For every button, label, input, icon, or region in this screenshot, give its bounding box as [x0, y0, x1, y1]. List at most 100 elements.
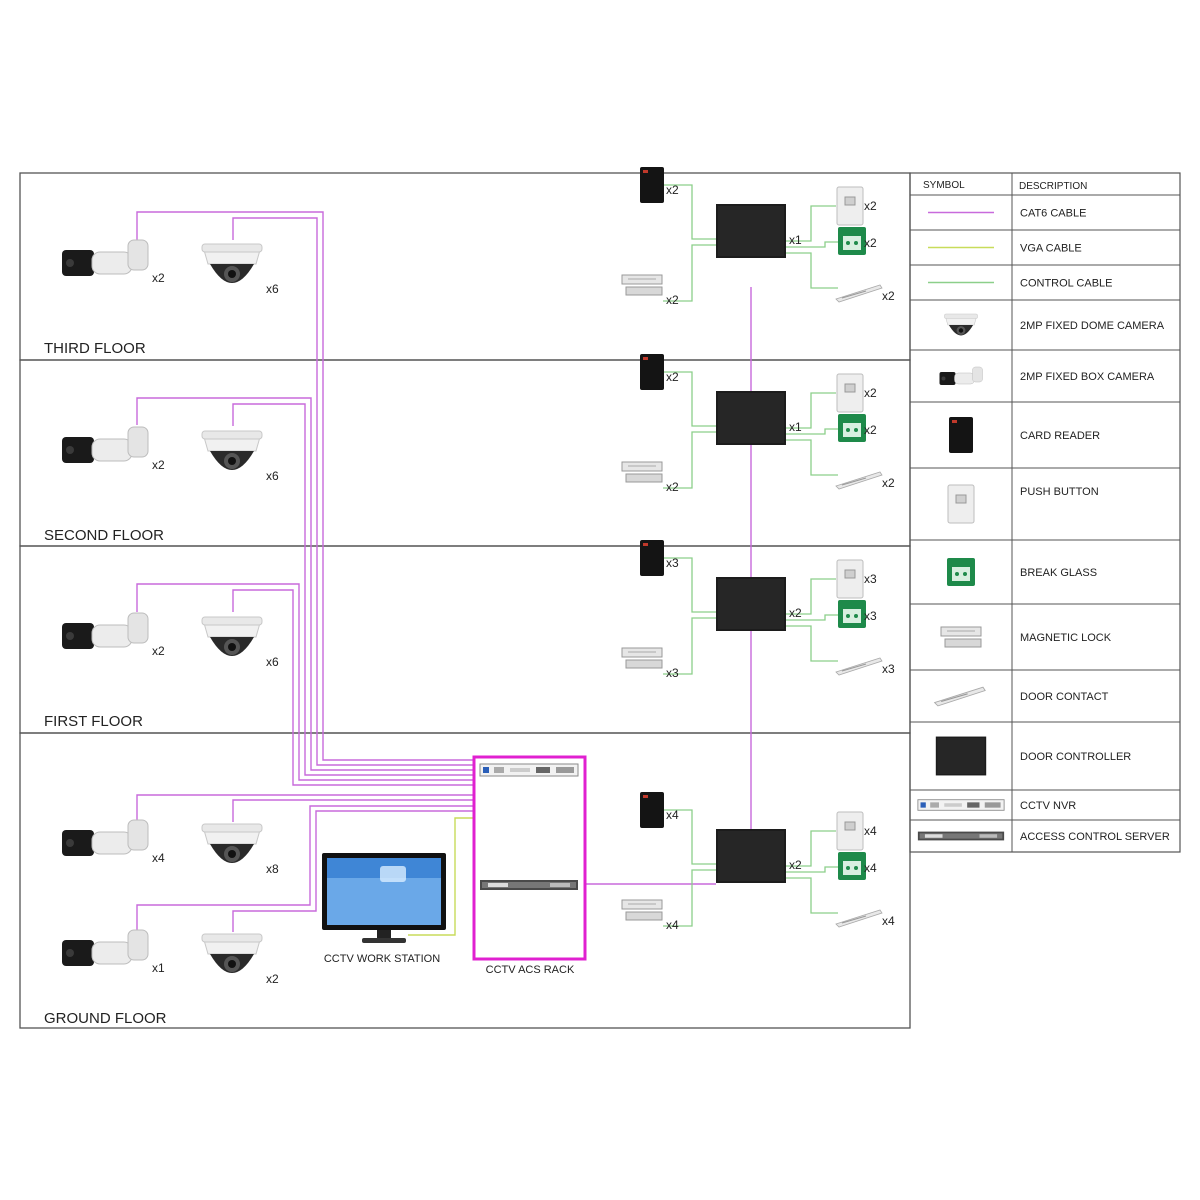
push-button-icon [836, 559, 864, 599]
controller-qty: x1 [789, 420, 802, 434]
card-reader-qty: x2 [666, 183, 679, 197]
dome-camera-qty: x6 [266, 469, 279, 483]
controller-qty: x1 [789, 233, 802, 247]
vga-cable [408, 817, 474, 936]
floor-panel-first [19, 545, 911, 734]
floor-panel-second [19, 359, 911, 547]
door-contact-qty: x4 [882, 914, 895, 928]
dome-camera-qty: x6 [266, 282, 279, 296]
magnetic-lock-qty: x3 [666, 666, 679, 680]
legend-row: CCTV NVR [917, 799, 1076, 812]
controller-qty: x2 [789, 858, 802, 872]
legend-row: BREAK GLASS [947, 558, 1097, 586]
controller-qty: x2 [789, 606, 802, 620]
legend-label: PUSH BUTTON [1020, 486, 1099, 498]
magnetic-lock-qty: x2 [666, 293, 679, 307]
card-reader-icon [949, 417, 973, 453]
card-reader-icon [640, 354, 664, 390]
floor-panel-ground [19, 732, 911, 1029]
card-reader-icon [640, 540, 664, 576]
break-glass-icon [838, 227, 866, 255]
legend-label: DOOR CONTROLLER [1020, 751, 1131, 763]
box-camera-qty: x2 [152, 644, 165, 658]
break-glass-icon [838, 414, 866, 442]
box-camera-qty: x1 [152, 961, 165, 975]
legend-label: CARD READER [1020, 430, 1100, 442]
door-controller-icon [716, 391, 786, 445]
break-glass-qty: x2 [864, 236, 877, 250]
door-contact-icon [835, 909, 883, 928]
push-button-icon [836, 373, 864, 413]
door-contact-icon [835, 471, 883, 490]
access-server-unit [480, 880, 578, 890]
push-button-qty: x2 [864, 386, 877, 400]
control-cables [663, 371, 838, 489]
floor-panel-third [19, 172, 911, 361]
magnetic-lock-qty: x4 [666, 918, 679, 932]
break-glass-icon [838, 600, 866, 628]
nvr-unit [479, 763, 579, 777]
nvr-icon [917, 799, 1005, 811]
door-contact-icon [835, 284, 883, 303]
legend-label: ACCESS CONTROL SERVER [1020, 831, 1170, 843]
control-cables [663, 184, 838, 302]
legend-label: DOOR CONTACT [1020, 691, 1109, 703]
legend-label: VGA CABLE [1020, 243, 1082, 255]
legend-row: DOOR CONTROLLER [935, 736, 1131, 776]
legend-row: CAT6 CABLE [928, 208, 1086, 220]
break-glass-icon [947, 558, 975, 586]
legend-label: CAT6 CABLE [1020, 208, 1086, 220]
dome-camera-icon [201, 616, 263, 657]
dome-camera-qty: x2 [266, 972, 279, 986]
magnetic-lock-icon [940, 626, 982, 648]
door-contact-qty: x3 [882, 662, 895, 676]
dome-camera-icon [201, 430, 263, 471]
magnetic-lock-icon [621, 899, 663, 921]
door-contact-qty: x2 [882, 476, 895, 490]
push-button-qty: x3 [864, 572, 877, 586]
legend-row: MAGNETIC LOCK [940, 626, 1112, 648]
card-reader-icon [640, 792, 664, 828]
push-button-icon [836, 186, 864, 226]
floor-label: FIRST FLOOR [44, 713, 143, 730]
dome-camera-qty: x6 [266, 655, 279, 669]
legend-row: ACCESS CONTROL SERVER [917, 831, 1170, 843]
card-reader-qty: x4 [666, 808, 679, 822]
card-reader-icon [640, 167, 664, 203]
legend-label: 2MP FIXED DOME CAMERA [1020, 320, 1165, 332]
legend-label: CCTV NVR [1020, 800, 1076, 812]
rack-label: CCTV ACS RACK [486, 964, 575, 976]
door-controller-icon [716, 829, 786, 883]
floor-label: THIRD FLOOR [44, 340, 146, 357]
legend-header-description: DESCRIPTION [1019, 181, 1087, 192]
push-button-qty: x2 [864, 199, 877, 213]
box-camera-qty: x2 [152, 271, 165, 285]
break-glass-qty: x2 [864, 423, 877, 437]
box-camera-icon [61, 426, 149, 464]
dome-camera-icon [201, 933, 263, 974]
box-camera-qty: x4 [152, 851, 165, 865]
push-button-icon [836, 811, 864, 851]
box-camera-icon [61, 819, 149, 857]
magnetic-lock-icon [621, 647, 663, 669]
dome-camera-icon [201, 823, 263, 864]
workstation-label: CCTV WORK STATION [324, 953, 440, 965]
floor-label: SECOND FLOOR [44, 527, 164, 544]
legend-row: DOOR CONTACT [934, 686, 1109, 707]
legend-row: 2MP FIXED DOME CAMERA [944, 313, 1165, 336]
legend-frame [909, 172, 1181, 853]
door-controller-icon [935, 736, 987, 776]
legend-row: CARD READER [949, 417, 1100, 453]
push-button-icon [947, 484, 975, 524]
dome-camera-qty: x8 [266, 862, 279, 876]
dome-camera-icon [944, 313, 978, 336]
cctv-acs-rack [472, 755, 587, 961]
magnetic-lock-icon [621, 274, 663, 296]
door-contact-icon [934, 686, 986, 707]
